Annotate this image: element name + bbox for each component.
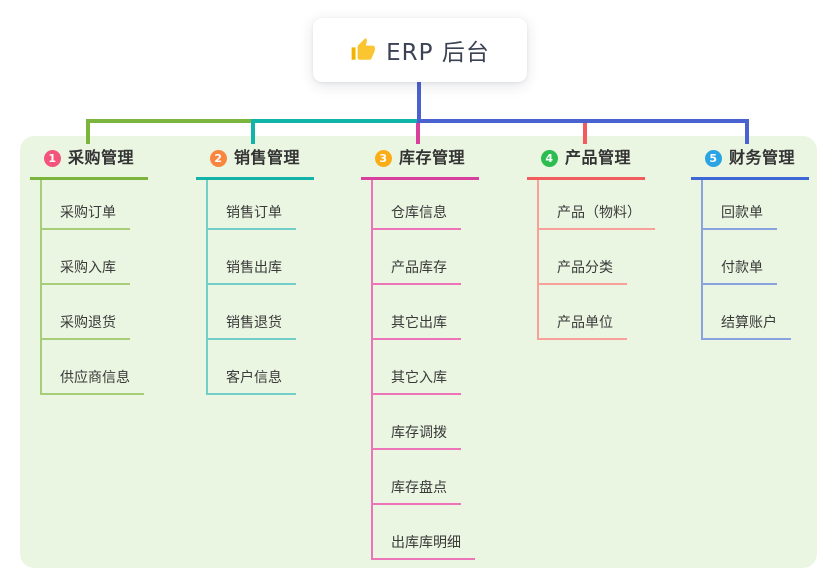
branch-children: 采购订单 采购入库 采购退货 供应商信息 — [40, 180, 190, 395]
child-node[interactable]: 销售退货 — [206, 314, 296, 340]
branch-children: 产品（物料） 产品分类 产品单位 — [537, 180, 687, 340]
connector-line — [583, 123, 587, 144]
child-row: 库存调拨 — [371, 395, 521, 450]
branch-label: 采购管理 — [68, 148, 135, 167]
branch-children: 回款单 付款单 结算账户 — [701, 180, 839, 340]
child-row: 出库库明细 — [371, 505, 521, 560]
branch-label: 库存管理 — [399, 148, 466, 167]
connector-line — [745, 121, 749, 144]
branch-children: 仓库信息 产品库存 其它出库 其它入库 库存调拨 库存盘点 出库库明细 — [371, 180, 521, 560]
child-node[interactable]: 销售出库 — [206, 259, 296, 285]
child-node[interactable]: 产品库存 — [371, 259, 461, 285]
connector-line — [416, 123, 420, 144]
child-node[interactable]: 其它出库 — [371, 314, 461, 340]
child-row: 销售出库 — [206, 230, 356, 285]
child-node[interactable]: 付款单 — [701, 259, 777, 285]
child-row: 结算账户 — [701, 285, 839, 340]
branches-panel — [20, 136, 817, 568]
connector-line — [417, 119, 749, 123]
connector-line — [251, 119, 419, 123]
connector-line — [86, 121, 90, 144]
child-node[interactable]: 产品（物料） — [537, 204, 655, 230]
child-node[interactable]: 结算账户 — [701, 314, 791, 340]
branch-number-badge: 2 — [210, 149, 227, 167]
child-node[interactable]: 采购订单 — [40, 204, 130, 230]
branch-title-node[interactable]: 4 产品管理 — [527, 143, 645, 180]
branch-column: 5 财务管理 回款单 付款单 结算账户 — [691, 143, 839, 340]
branch-column: 2 销售管理 销售订单 销售出库 销售退货 客户信息 — [196, 143, 356, 395]
branch-number-badge: 1 — [44, 149, 61, 167]
child-row: 采购入库 — [40, 230, 190, 285]
child-row: 库存盘点 — [371, 450, 521, 505]
child-node[interactable]: 产品单位 — [537, 314, 627, 340]
branch-column: 1 采购管理 采购订单 采购入库 采购退货 供应商信息 — [30, 143, 190, 395]
branch-number-badge: 4 — [541, 149, 558, 167]
branch-children: 销售订单 销售出库 销售退货 客户信息 — [206, 180, 356, 395]
branch-label: 销售管理 — [234, 148, 301, 167]
child-node[interactable]: 采购入库 — [40, 259, 130, 285]
branch-label: 产品管理 — [565, 148, 632, 167]
child-node[interactable]: 出库库明细 — [371, 534, 475, 560]
child-row: 客户信息 — [206, 340, 356, 395]
child-node[interactable]: 客户信息 — [206, 369, 296, 395]
child-row: 其它入库 — [371, 340, 521, 395]
connector-line — [417, 82, 421, 121]
branch-column: 4 产品管理 产品（物料） 产品分类 产品单位 — [527, 143, 687, 340]
branch-title-node[interactable]: 3 库存管理 — [361, 143, 479, 180]
child-node[interactable]: 产品分类 — [537, 259, 627, 285]
connector-line — [251, 121, 255, 144]
root-title: ERP 后台 — [386, 40, 490, 66]
child-row: 销售订单 — [206, 180, 356, 230]
child-row: 其它出库 — [371, 285, 521, 340]
branch-number-badge: 5 — [705, 149, 722, 167]
child-row: 销售退货 — [206, 285, 356, 340]
branch-title-node[interactable]: 1 采购管理 — [30, 143, 148, 180]
child-node[interactable]: 采购退货 — [40, 314, 130, 340]
branch-label: 财务管理 — [729, 148, 796, 167]
child-row: 产品单位 — [537, 285, 687, 340]
child-row: 仓库信息 — [371, 180, 521, 230]
child-row: 采购订单 — [40, 180, 190, 230]
child-node[interactable]: 库存盘点 — [371, 479, 461, 505]
child-row: 产品库存 — [371, 230, 521, 285]
child-row: 采购退货 — [40, 285, 190, 340]
child-node[interactable]: 库存调拨 — [371, 424, 461, 450]
child-node[interactable]: 其它入库 — [371, 369, 461, 395]
child-node[interactable]: 供应商信息 — [40, 369, 144, 395]
branch-column: 3 库存管理 仓库信息 产品库存 其它出库 其它入库 库存调拨 库存盘点 出库库… — [361, 143, 521, 560]
branch-number-badge: 3 — [375, 149, 392, 167]
child-node[interactable]: 回款单 — [701, 204, 777, 230]
child-row: 回款单 — [701, 180, 839, 230]
child-node[interactable]: 销售订单 — [206, 204, 296, 230]
branch-title-node[interactable]: 2 销售管理 — [196, 143, 314, 180]
branch-title-node[interactable]: 5 财务管理 — [691, 143, 809, 180]
child-node[interactable]: 仓库信息 — [371, 204, 461, 230]
root-node[interactable]: ERP 后台 — [313, 18, 527, 82]
child-row: 供应商信息 — [40, 340, 190, 395]
connector-line — [86, 119, 255, 123]
child-row: 付款单 — [701, 230, 839, 285]
child-row: 产品分类 — [537, 230, 687, 285]
child-row: 产品（物料） — [537, 180, 687, 230]
thumbs-up-icon — [350, 37, 376, 63]
